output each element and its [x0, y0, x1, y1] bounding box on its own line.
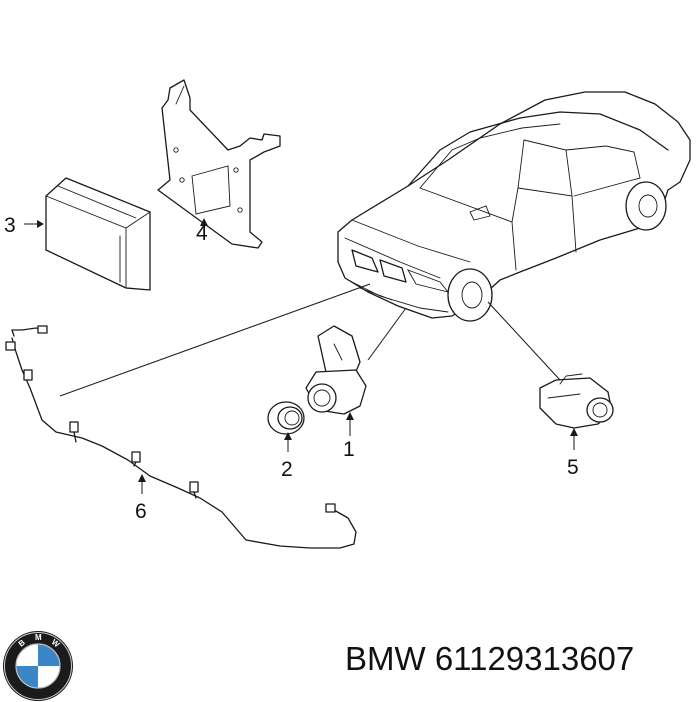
- svg-text:W: W: [50, 637, 62, 649]
- mounting-bracket: [157, 79, 281, 249]
- part-caption: BMW 61129313607: [345, 640, 634, 678]
- callout-3: 3: [4, 214, 16, 237]
- brand-name: BMW: [345, 640, 426, 677]
- car-illustration: [337, 91, 691, 322]
- part-number: 61129313607: [434, 640, 635, 677]
- callout-6: 6: [135, 500, 147, 523]
- svg-text:M: M: [35, 633, 42, 642]
- parking-sensor: [305, 325, 367, 415]
- wiring-harness: [5, 325, 357, 549]
- callout-2: 2: [281, 458, 293, 481]
- svg-text:B: B: [17, 638, 27, 649]
- camera-unit: [539, 373, 614, 429]
- control-module: [45, 177, 151, 291]
- callout-5: 5: [567, 456, 579, 479]
- leader-lines: [24, 218, 578, 494]
- bmw-logo-icon: B M W: [3, 631, 73, 701]
- callout-4: 4: [196, 222, 208, 245]
- sensor-bezel-ring: [267, 401, 305, 435]
- callout-1: 1: [343, 438, 355, 461]
